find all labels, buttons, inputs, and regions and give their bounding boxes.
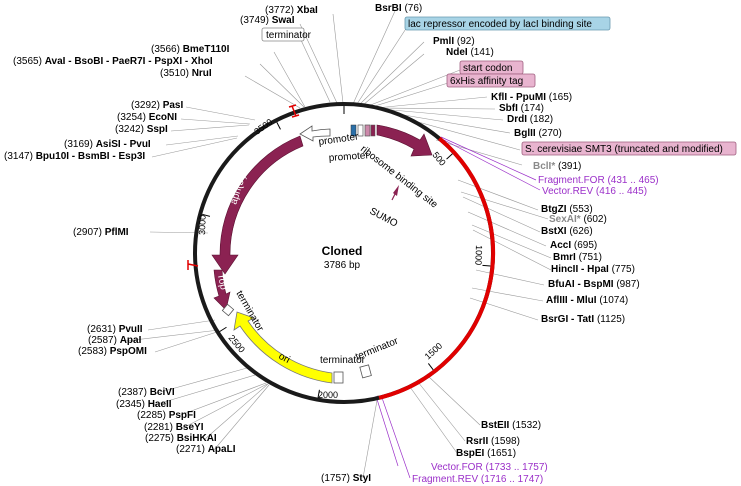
- tick-mark: [202, 213, 211, 217]
- smt3-text: S. cerevisiae SMT3 (truncated and modifi…: [525, 144, 723, 155]
- site-sbfI[interactable]: SbfI (174): [499, 103, 544, 114]
- terminator-box-2[interactable]: [359, 364, 372, 379]
- start-codon-text: start codon: [463, 63, 512, 74]
- rbs-mark: [393, 185, 399, 196]
- site-asiSI[interactable]: (3169) AsiSI - PvuI: [64, 139, 151, 150]
- tick-mark: [219, 326, 227, 332]
- site-bseYI[interactable]: (2281) BseYI: [144, 422, 204, 433]
- terminator-box-3[interactable]: [221, 303, 235, 317]
- site-sspI[interactable]: (3242) SspI: [115, 124, 168, 135]
- rop-arrow[interactable]: [213, 269, 231, 311]
- cut-markers: [187, 104, 300, 270]
- primer-vector-rev[interactable]: Vector.REV (416 .. 445): [542, 186, 647, 197]
- site-pvuII[interactable]: (2631) PvuII: [87, 324, 143, 335]
- tick-1500: 1500: [423, 341, 445, 362]
- site-rsrII[interactable]: RsrII (1598): [466, 436, 520, 447]
- site-haeII[interactable]: (2345) HaeII: [116, 399, 172, 410]
- site-sexAI[interactable]: SexAI* (602): [549, 214, 607, 225]
- site-bmeT110I[interactable]: (3566) BmeT110I: [151, 44, 230, 55]
- site-kflI[interactable]: KflI - PpuMI (165): [491, 92, 572, 103]
- tick-2000: 2000: [318, 390, 338, 400]
- tick-mark: [317, 389, 320, 398]
- his-tag-box[interactable]: [446, 73, 536, 88]
- tick-3500: 3500: [252, 117, 274, 137]
- start-codon-mark[interactable]: [364, 124, 371, 137]
- sumo-arrow[interactable]: [376, 124, 433, 157]
- terminator-box-annotation[interactable]: [261, 27, 305, 42]
- tick-mark: [427, 363, 434, 371]
- site-accI[interactable]: AccI (695): [550, 240, 597, 251]
- terminator-box-1[interactable]: [333, 371, 344, 384]
- site-apaLI[interactable]: (2271) ApaLI: [176, 444, 236, 455]
- site-bsrGI[interactable]: BsrGI - TatI (1125): [541, 314, 625, 325]
- site-avaI[interactable]: (3565) AvaI - BsoBI - PaeR7I - PspXI - X…: [13, 56, 213, 67]
- site-bmrI[interactable]: BmrI (751): [553, 252, 602, 263]
- terminator-bottom-label-1: terminator: [320, 355, 366, 366]
- tick-marks: [202, 106, 491, 398]
- site-bpu10I[interactable]: (3147) Bpu10I - BsmBI - Esp3I: [4, 151, 145, 162]
- promoter-mark-2[interactable]: [357, 124, 364, 137]
- promoter-arrow-1[interactable]: [299, 125, 331, 142]
- insert-arc: [378, 136, 496, 400]
- site-labels: (3772) XbaI (3749) SwaI BsrBI (76) PmlI …: [4, 3, 659, 485]
- tick-3000: 3000: [197, 215, 208, 235]
- site-bglII[interactable]: BglII (270): [514, 128, 562, 139]
- plasmid-length: 3786 bp: [324, 260, 361, 271]
- tick-mark: [482, 264, 491, 267]
- smt3-box[interactable]: [521, 141, 737, 156]
- site-bclI[interactable]: BclI* (391): [533, 161, 581, 172]
- tick-mark: [276, 122, 281, 130]
- site-ecoNI[interactable]: (3254) EcoNI: [117, 112, 177, 123]
- ori-arrow[interactable]: [233, 311, 333, 384]
- site-pflMI[interactable]: (2907) PflMI: [73, 227, 129, 238]
- site-pspFI[interactable]: (2285) PspFI: [137, 410, 196, 421]
- sumo-label: SUMO: [368, 206, 400, 230]
- leader-lines: [124, 10, 552, 479]
- site-bciVI[interactable]: (2387) BciVI: [118, 387, 175, 398]
- site-bspEI[interactable]: BspEI (1651): [456, 448, 516, 459]
- site-swaI[interactable]: (3749) SwaI: [240, 15, 295, 26]
- rop-label: rop: [215, 274, 229, 291]
- primer-lines: [375, 136, 541, 479]
- site-xbaI[interactable]: (3772) XbaI: [265, 5, 318, 16]
- tick-500: 500: [430, 150, 447, 168]
- tick-1000: 1000: [473, 245, 484, 265]
- site-pspOMI[interactable]: (2583) PspOMI: [78, 346, 147, 357]
- site-ndeI[interactable]: NdeI (141): [446, 47, 494, 58]
- site-styI[interactable]: (1757) StyI: [321, 473, 371, 484]
- site-bstXI[interactable]: BstXI (626): [541, 226, 593, 237]
- site-pmlI[interactable]: PmlI (92): [433, 36, 475, 47]
- site-bsrBI[interactable]: BsrBI (76): [375, 3, 422, 14]
- primer-vector-for[interactable]: Vector.FOR (1733 .. 1757): [431, 462, 548, 473]
- site-bstEII[interactable]: BstEII (1532): [481, 420, 541, 431]
- ori-label: ori: [277, 351, 292, 366]
- site-bfuAI[interactable]: BfuAI - BspMI (987): [548, 279, 640, 290]
- his-tag-mark[interactable]: [370, 124, 376, 137]
- site-apaI[interactable]: (2587) ApaI: [88, 335, 142, 346]
- lac-repressor-text: lac repressor encoded by lacI binding si…: [408, 19, 592, 30]
- site-aflIII[interactable]: AflIII - MluI (1074): [546, 295, 628, 306]
- lac-operator-mark[interactable]: [350, 124, 357, 137]
- site-bsiHKAI[interactable]: (2275) BsiHKAI: [145, 433, 217, 444]
- his-tag-text: 6xHis affinity tag: [450, 76, 523, 87]
- promoter-label-2: promoter: [328, 150, 369, 164]
- lac-repressor-box[interactable]: [404, 16, 611, 31]
- terminator-box-text: terminator: [266, 30, 312, 41]
- plasmid-name: Cloned: [322, 244, 363, 258]
- site-pasI[interactable]: (3292) PasI: [131, 100, 183, 111]
- primer-fragment-rev[interactable]: Fragment.REV (1716 .. 1747): [412, 474, 543, 485]
- primer-fragment-for[interactable]: Fragment.FOR (431 .. 465): [538, 175, 659, 186]
- terminator-bottom-label-2: terminator: [354, 335, 400, 362]
- site-nruI[interactable]: (3510) NruI: [160, 68, 212, 79]
- site-hincII[interactable]: HincII - HpaI (775): [551, 264, 635, 275]
- tick-mark: [446, 153, 453, 160]
- site-drdI[interactable]: DrdI (182): [507, 114, 553, 125]
- aph-arrow[interactable]: [211, 135, 304, 275]
- site-btgZI[interactable]: BtgZI (553): [541, 204, 593, 215]
